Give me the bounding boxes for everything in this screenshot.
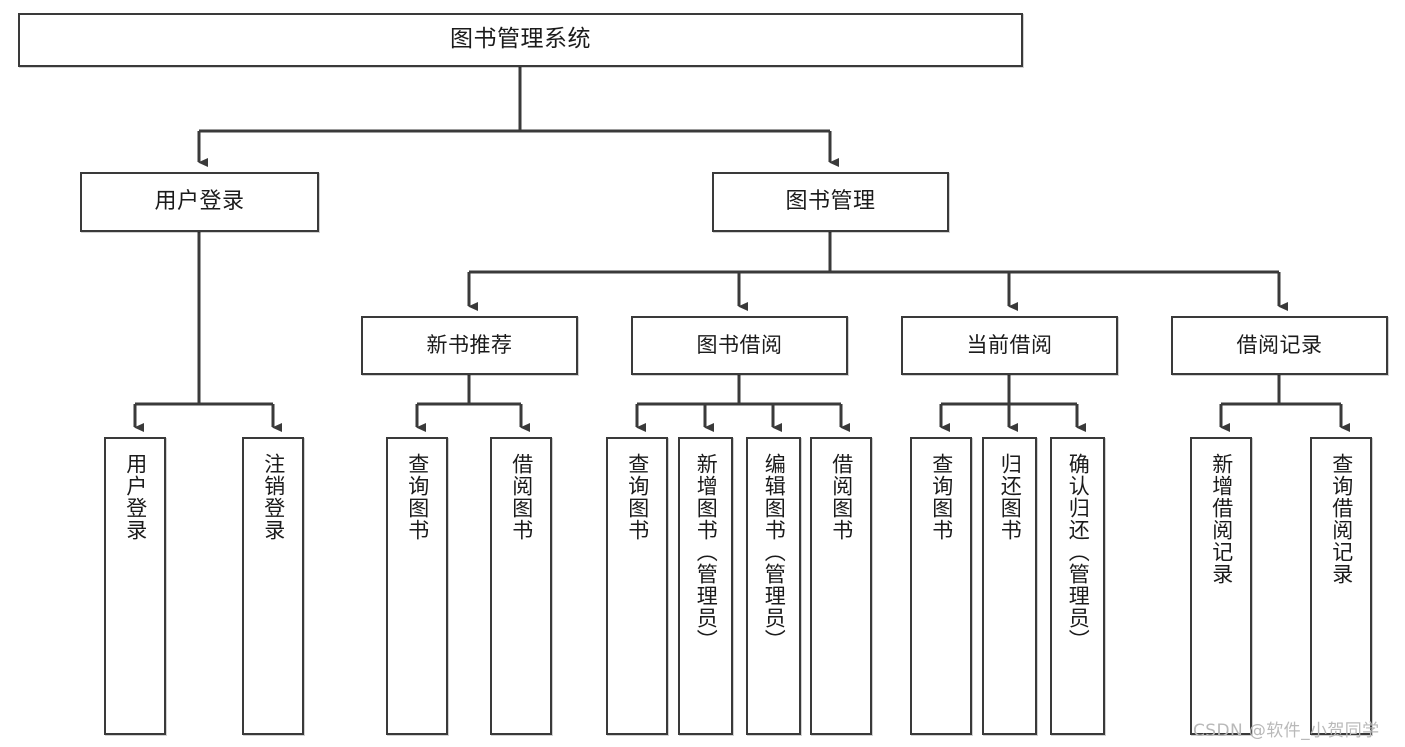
node-leaf-confirm-return-admin[interactable]: 确认归还（管理员） xyxy=(1050,437,1105,735)
node-book-borrow[interactable]: 图书借阅 xyxy=(631,316,848,375)
node-label: 确认归还（管理员） xyxy=(1066,453,1091,651)
node-label: 归还图书 xyxy=(998,453,1023,541)
node-leaf-logout-login[interactable]: 注销登录 xyxy=(242,437,304,735)
node-label: 注销登录 xyxy=(261,453,286,541)
node-leaf-query-book-3[interactable]: 查询图书 xyxy=(910,437,972,735)
node-leaf-user-login[interactable]: 用户登录 xyxy=(104,437,166,735)
node-leaf-return-book[interactable]: 归还图书 xyxy=(982,437,1037,735)
node-leaf-add-borrow-record[interactable]: 新增借阅记录 xyxy=(1190,437,1252,735)
node-label: 编辑图书（管理员） xyxy=(762,453,787,651)
node-label: 借阅图书 xyxy=(829,453,854,541)
node-book-manage[interactable]: 图书管理 xyxy=(712,172,949,232)
node-new-book-recommend[interactable]: 新书推荐 xyxy=(361,316,578,375)
node-label: 查询借阅记录 xyxy=(1329,453,1354,585)
node-root-system[interactable]: 图书管理系统 xyxy=(18,13,1023,67)
node-label: 当前借阅 xyxy=(966,333,1053,358)
node-label: 查询图书 xyxy=(625,453,650,541)
node-label: 借阅图书 xyxy=(509,453,534,541)
node-label: 查询图书 xyxy=(929,453,954,541)
node-leaf-query-book-1[interactable]: 查询图书 xyxy=(386,437,448,735)
node-leaf-add-book-admin[interactable]: 新增图书（管理员） xyxy=(678,437,733,735)
node-label: 图书借阅 xyxy=(696,333,783,358)
watermark-text: CSDN @软件_小贺同学 xyxy=(1193,721,1380,741)
node-leaf-borrow-book-2[interactable]: 借阅图书 xyxy=(810,437,872,735)
node-label: 新增图书（管理员） xyxy=(694,453,719,651)
node-label: 新增借阅记录 xyxy=(1209,453,1234,585)
node-leaf-edit-book-admin[interactable]: 编辑图书（管理员） xyxy=(746,437,801,735)
node-label: 用户登录 xyxy=(154,189,245,215)
node-leaf-query-book-2[interactable]: 查询图书 xyxy=(606,437,668,735)
node-user-login[interactable]: 用户登录 xyxy=(80,172,319,232)
node-label: 用户登录 xyxy=(123,453,148,541)
node-borrow-record[interactable]: 借阅记录 xyxy=(1171,316,1388,375)
node-label: 新书推荐 xyxy=(426,333,513,358)
node-label: 图书管理系统 xyxy=(450,26,591,53)
node-label: 图书管理 xyxy=(785,189,876,215)
node-label: 查询图书 xyxy=(405,453,430,541)
node-leaf-query-borrow-record[interactable]: 查询借阅记录 xyxy=(1310,437,1372,735)
node-leaf-borrow-book-1[interactable]: 借阅图书 xyxy=(490,437,552,735)
node-current-borrow[interactable]: 当前借阅 xyxy=(901,316,1118,375)
node-label: 借阅记录 xyxy=(1236,333,1323,358)
